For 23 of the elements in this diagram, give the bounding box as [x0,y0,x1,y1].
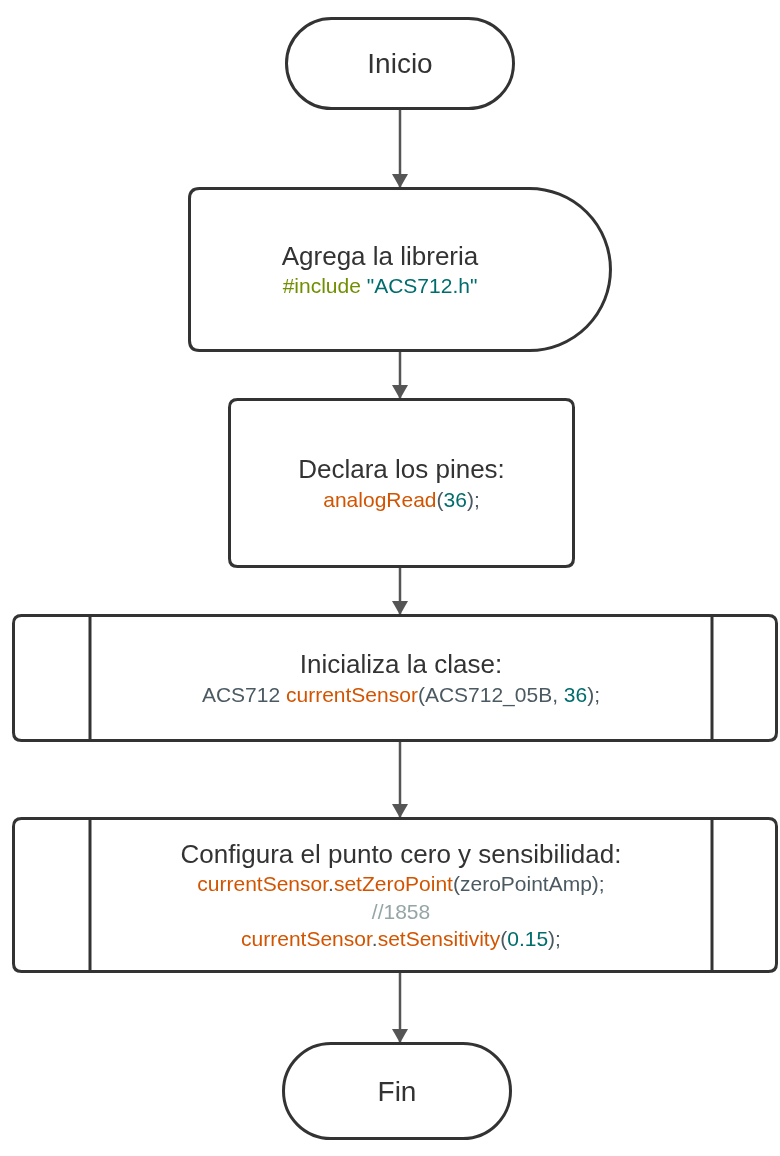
step-title: Agrega la libreria [281,239,479,273]
code-line: #include "ACS712.h" [282,273,478,300]
terminator-shape [285,17,515,110]
arrow [392,352,408,399]
arrow [392,973,408,1043]
step-title: Inicializa la clase: [299,648,503,681]
code-comment: //1858 [371,898,431,925]
code-line: analogRead(36); [323,486,480,513]
process-box [228,398,575,568]
predefined-process-box [12,614,778,742]
code-line: currentSensor.setZeroPoint(zeroPointAmp); [197,871,605,898]
code-line: ACS712 currentSensor(ACS712_05B, 36); [201,681,601,708]
arrow [392,568,408,615]
step-title: Fin [377,1074,417,1109]
delay-shape [188,187,612,352]
step-title: Declara los pines: [298,453,505,486]
arrow [392,742,408,818]
arrow [392,110,408,188]
code-line: currentSensor.setSensitivity(0.15); [241,925,561,952]
predefined-process-box [12,817,778,973]
terminator-shape [282,1042,512,1140]
step-title: Configura el punto cero y sensibilidad: [180,837,622,871]
step-title: Inicio [367,47,433,81]
